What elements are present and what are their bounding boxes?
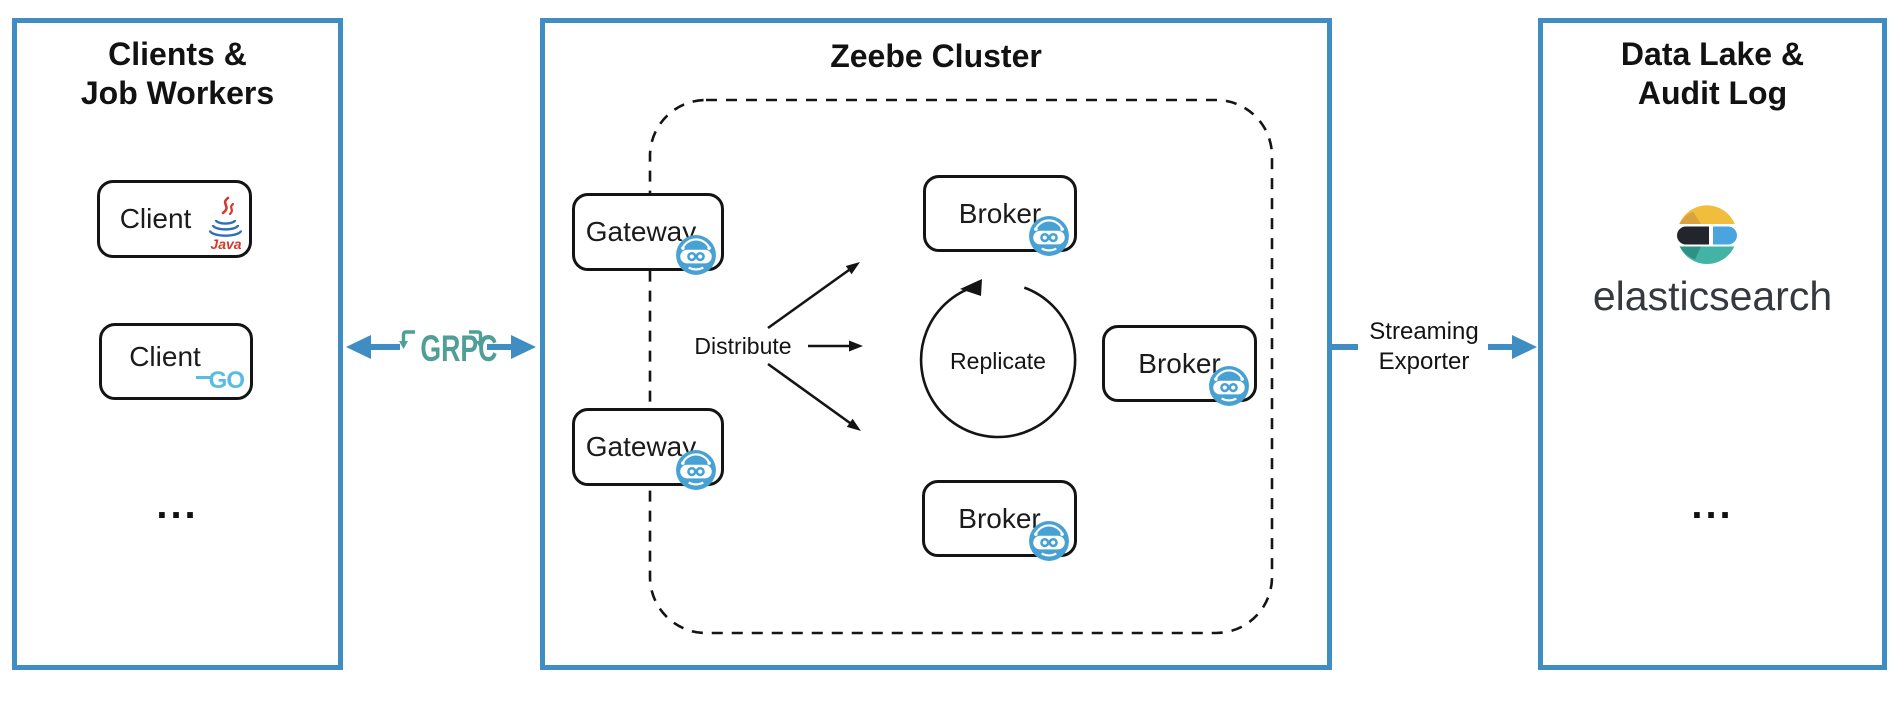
java-badge: Java [210, 236, 241, 252]
replicate-label: Replicate [950, 348, 1046, 374]
distribute-arrow-down-icon [767, 362, 861, 431]
elasticsearch-wordmark: elasticsearch [1592, 273, 1833, 319]
broker-bottom-label: Broker [958, 502, 1041, 534]
java-icon: Java [208, 196, 243, 252]
distribute-label: Distribute [694, 333, 792, 359]
broker-top-label: Broker [958, 197, 1042, 229]
broker-node-bottom: Broker [922, 480, 1077, 561]
distribute-arrow-up-icon [767, 262, 860, 330]
datalake-title-line2: Audit Log [1637, 75, 1788, 111]
clients-title-line2: Job Workers [80, 75, 275, 111]
clients-panel-title: Clients & Job Workers [17, 35, 338, 113]
grpc-shaft-left-icon [369, 344, 400, 350]
gateway-node-top: Gateway [572, 193, 724, 275]
broker-node-top: Broker [923, 175, 1077, 256]
replicate-cycle-icon [919, 279, 1077, 439]
streaming-exporter-line2: Exporter [1378, 348, 1470, 375]
datalake-more-ellipsis: ... [1691, 483, 1734, 527]
broker-right-label: Broker [1138, 347, 1221, 379]
zeebe-cluster-panel: Zeebe Cluster Distribute R [540, 18, 1332, 670]
gateway-bottom-label: Gateway [585, 431, 697, 462]
client-go-node: Client GO [99, 323, 253, 400]
grpc-label: GRPC [420, 328, 498, 369]
cluster-title: Zeebe Cluster [830, 38, 1042, 74]
cluster-dashed-boundary [648, 98, 1274, 635]
streaming-exporter-line1: Streaming [1369, 318, 1479, 345]
streaming-exporter-label: Streaming Exporter [1360, 317, 1488, 377]
client-go-label: Client [129, 340, 201, 372]
zeebe-icon [676, 235, 716, 275]
elasticsearch-icon [1677, 205, 1737, 265]
client-java-label: Client [119, 203, 192, 234]
clients-panel: Clients & Job Workers Client Java Client… [12, 18, 343, 670]
grpc-hook-left-icon [399, 330, 415, 349]
grpc-arrow-left-icon [346, 335, 371, 359]
datalake-title-line1: Data Lake & [1620, 36, 1805, 72]
cluster-internal-graphics [648, 98, 1274, 635]
datalake-panel-title: Data Lake & Audit Log [1543, 35, 1882, 113]
zeebe-icon [1029, 521, 1069, 561]
broker-node-right: Broker [1102, 325, 1257, 406]
gateway-node-bottom: Gateway [572, 408, 724, 490]
exporter-arrow-icon [1512, 335, 1537, 359]
zeebe-icon [1029, 216, 1069, 256]
grpc-hook-right-icon [469, 330, 485, 349]
distribute-arrow-mid-icon [808, 340, 863, 352]
datalake-panel: Data Lake & Audit Log elasticsearch ... [1538, 18, 1887, 670]
clients-more-ellipsis: ... [156, 483, 199, 527]
go-icon: GO [208, 367, 245, 394]
zeebe-icon [1209, 366, 1249, 406]
exporter-shaft-icon [1488, 344, 1513, 350]
go-speedline-icon [196, 376, 210, 379]
grpc-shaft-right-icon [487, 344, 512, 350]
client-java-node: Client Java [97, 180, 252, 258]
exporter-stub-icon [1332, 344, 1358, 350]
grpc-arrow-right-icon [511, 335, 536, 359]
zeebe-icon [676, 450, 716, 490]
gateway-top-label: Gateway [585, 216, 697, 247]
clients-title-line1: Clients & [108, 36, 247, 72]
